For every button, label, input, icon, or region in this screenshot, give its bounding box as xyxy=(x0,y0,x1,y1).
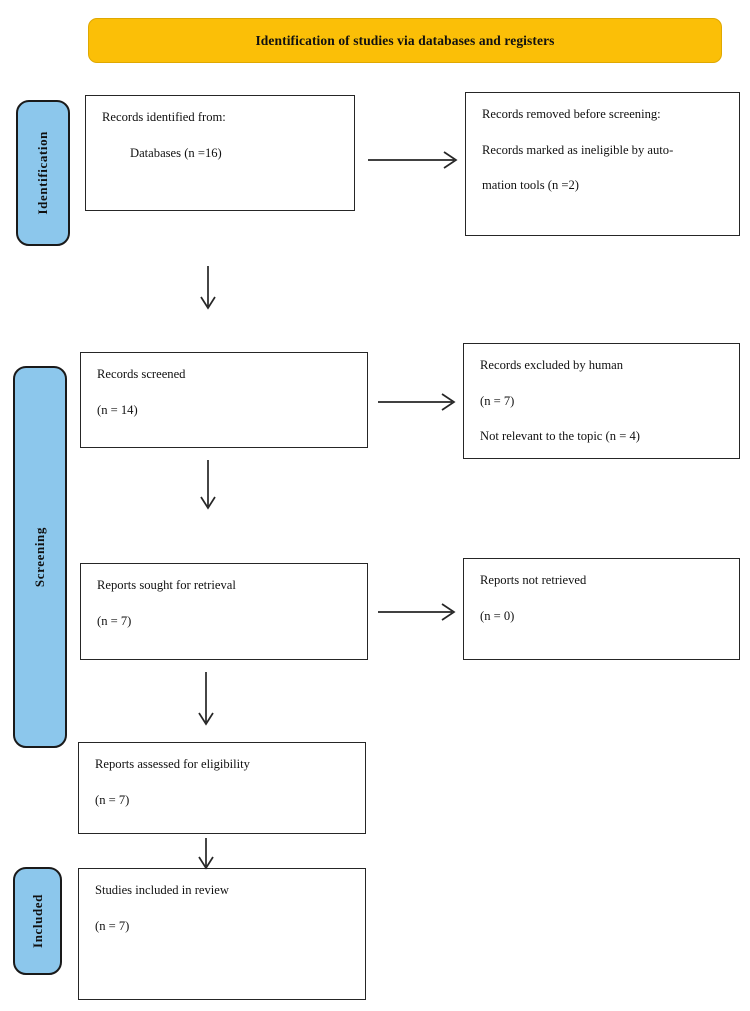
arrow-down-sought-to-assessed xyxy=(190,672,222,728)
diagram-header-banner: Identification of studies via databases … xyxy=(88,18,722,63)
box-records-removed-line3: mation tools (n =2) xyxy=(482,178,579,193)
arrow-down-screened-to-sought xyxy=(192,460,224,512)
box-studies-included-in-review: Studies included in review (n = 7) xyxy=(78,868,366,1000)
box-records-screened-line1: Records screened xyxy=(97,367,186,381)
box-studies-included-line1: Studies included in review xyxy=(95,883,229,897)
box-reports-sought-for-retrieval: Reports sought for retrieval (n = 7) xyxy=(80,563,368,660)
box-records-identified: Records identified from: Databases (n =1… xyxy=(85,95,355,211)
stage-label-screening: Screening xyxy=(13,366,67,748)
arrow-right-identified-to-removed xyxy=(368,150,460,170)
arrow-right-sought-to-not-retrieved xyxy=(378,602,458,622)
box-records-identified-line2: Databases (n =16) xyxy=(130,145,222,160)
box-reports-sought-line1: Reports sought for retrieval xyxy=(97,578,236,592)
box-records-excluded: Records excluded by human (n = 7) Not re… xyxy=(463,343,740,459)
box-reports-assessed-line1: Reports assessed for eligibility xyxy=(95,757,250,771)
box-records-excluded-line2: (n = 7) xyxy=(480,393,515,408)
arrow-down-assessed-to-included xyxy=(190,838,222,872)
box-reports-assessed-for-eligibility: Reports assessed for eligibility (n = 7) xyxy=(78,742,366,834)
box-records-excluded-line3: Not relevant to the topic (n = 4) xyxy=(480,429,640,444)
box-reports-not-retrieved-line2: (n = 0) xyxy=(480,608,515,623)
box-reports-not-retrieved-line1: Reports not retrieved xyxy=(480,573,587,587)
box-reports-not-retrieved: Reports not retrieved (n = 0) xyxy=(463,558,740,660)
arrow-right-screened-to-excluded xyxy=(378,392,458,412)
stage-label-identification: Identification xyxy=(16,100,70,246)
arrow-down-identified-to-screened xyxy=(192,266,224,312)
box-records-removed-line2: Records marked as ineligible by auto- xyxy=(482,142,674,157)
box-records-identified-line1: Records identified from: xyxy=(102,110,226,124)
diagram-title: Identification of studies via databases … xyxy=(255,32,555,48)
box-reports-assessed-line2: (n = 7) xyxy=(95,792,130,807)
box-studies-included-line2: (n = 7) xyxy=(95,918,130,933)
box-records-removed-line1: Records removed before screening: xyxy=(482,107,661,121)
box-records-excluded-line1: Records excluded by human xyxy=(480,358,624,372)
stage-label-included: Included xyxy=(13,867,62,975)
box-reports-sought-line2: (n = 7) xyxy=(97,613,132,628)
stage-label-included-text: Included xyxy=(29,894,45,948)
stage-label-identification-text: Identification xyxy=(35,131,50,215)
stage-label-screening-text: Screening xyxy=(32,526,47,588)
box-records-removed: Records removed before screening: Record… xyxy=(465,92,740,236)
box-records-screened: Records screened (n = 14) xyxy=(80,352,368,448)
box-records-screened-line2: (n = 14) xyxy=(97,402,138,417)
